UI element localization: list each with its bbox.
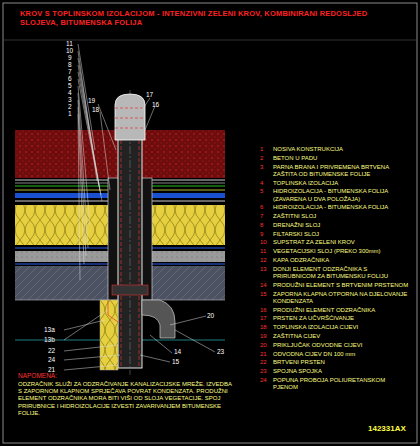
callout-number: 17: [146, 91, 153, 99]
callout-number: 13b: [44, 336, 55, 344]
callout-number: 16: [152, 101, 159, 109]
legend-number: 2: [260, 155, 263, 162]
legend-text: ZAPORNA KLAPNA OTPORNA NA DJELOVANJE KON…: [273, 291, 411, 305]
legend-number: 4: [260, 180, 263, 187]
legend-text: TOPLINSKA IZOLACIJA CIJEVI: [273, 324, 411, 331]
callout-number: 11: [66, 40, 73, 48]
legend-text: DRENAŽNI SLOJ: [273, 222, 411, 229]
callout-number: 7: [68, 68, 72, 76]
legend-number: 7: [260, 213, 263, 220]
legend-number: 12: [260, 257, 267, 264]
legend-number: 15: [260, 291, 267, 298]
legend-text: NOSIVA KONSTRUKCIJA: [273, 146, 411, 153]
legend-number: 18: [260, 324, 267, 331]
legend-text: TOPLINSKA IZOLACIJA: [273, 180, 411, 187]
callout-number: 1: [68, 110, 72, 118]
legend-text: ZAŠTITNA CIJEV: [273, 333, 411, 340]
legend-number: 9: [260, 231, 263, 238]
legend-text: POPUNA PROBOJA POLIURETANSKOM PJENOM: [273, 377, 411, 391]
legend-number: 10: [260, 239, 267, 246]
legend-number: 19: [260, 333, 267, 340]
legend-text: PRODUŽNI ELEMENT S BRTVENIM PRSTENOM: [273, 282, 411, 289]
drawing-title: KROV S TOPLINSKOM IZOLACIJOM - INTENZIVN…: [20, 9, 400, 27]
legend-text: ZAŠTITNI SLOJ: [273, 213, 411, 220]
legend-number: 23: [260, 368, 267, 375]
legend-number: 21: [260, 351, 267, 358]
callout-number: 23: [217, 348, 224, 356]
callout-number: 22: [48, 347, 55, 355]
callout-number: 13a: [44, 326, 55, 334]
note-heading: NAPOMENA:: [18, 372, 57, 380]
legend-text: PRIKLJUČAK ODVODNE CIJEVI: [273, 342, 411, 349]
legend-number: 22: [260, 359, 267, 366]
callout-number: 4: [68, 89, 72, 97]
callout-number: 14: [174, 348, 181, 356]
legend-text: BETON U PADU: [273, 155, 411, 162]
legend-number: 8: [260, 222, 263, 229]
legend-text: SPOJNA SPOJKA: [273, 368, 411, 375]
legend-number: 5: [260, 188, 263, 195]
legend-text: BRTVENI PRSTEN: [273, 359, 411, 366]
legend-number: 6: [260, 204, 263, 211]
callout-number: 10: [66, 47, 73, 55]
legend-number: 16: [260, 307, 267, 314]
callout-number: 20: [207, 312, 214, 320]
legend-number: 13: [260, 266, 267, 273]
legend-number: 17: [260, 315, 267, 322]
legend-number: 3: [260, 164, 263, 171]
legend-number: 1: [260, 146, 263, 153]
legend-text: HIDROIZOLACIJA - BITUMENSKA FOLIJA (ZAVA…: [273, 188, 411, 202]
legend-text: ODVODNA CIJEV DN 100 mm: [273, 351, 411, 358]
callout-number: 6: [68, 75, 72, 83]
legend-number: 20: [260, 342, 267, 349]
legend-text: HIDROIZOLACIJA - BITUMENSKA FOLIJA: [273, 204, 411, 211]
callout-number: 9: [68, 54, 72, 62]
callout-number: 3: [68, 96, 72, 104]
legend-number: 24: [260, 377, 267, 384]
callout-number: 18: [92, 106, 99, 114]
legend-number: 14: [260, 282, 267, 289]
legend-text: PRODUŽNI ELEMENT ODZRAČNIKA: [273, 307, 411, 314]
callout-number: 15: [172, 358, 179, 366]
legend-text: VEGETACIJSKI SLOJ (PREKO 300mm): [273, 248, 411, 255]
legend-text: FILTARSKI SLOJ: [273, 231, 411, 238]
callout-number: 24: [48, 356, 55, 364]
legend-number: 11: [260, 248, 266, 255]
legend-text: SUPSTRAT ZA ZELENI KROV: [273, 239, 411, 246]
callout-number: 8: [68, 61, 72, 69]
callout-number: 5: [68, 82, 72, 90]
legend-text: KAPA ODZRAČNIKA: [273, 257, 411, 264]
callout-number: 2: [68, 103, 72, 111]
note-text: ODZRAČNIK SLUŽI ZA ODZRAČIVANJE KANALIZA…: [18, 381, 233, 417]
legend-text: PARNA BRANA I PRIVREMENA BRTVENA ZAŠTITA…: [273, 164, 411, 178]
drawing-code: 142331AX: [368, 424, 406, 434]
callout-number: 19: [88, 97, 95, 105]
legend-text: PRSTEN ZA UČVRŠĆIVANJE: [273, 315, 411, 322]
legend-text: DONJI ELEMENT ODZRAČNIKA S PRIRUBNICOM Z…: [273, 266, 411, 280]
